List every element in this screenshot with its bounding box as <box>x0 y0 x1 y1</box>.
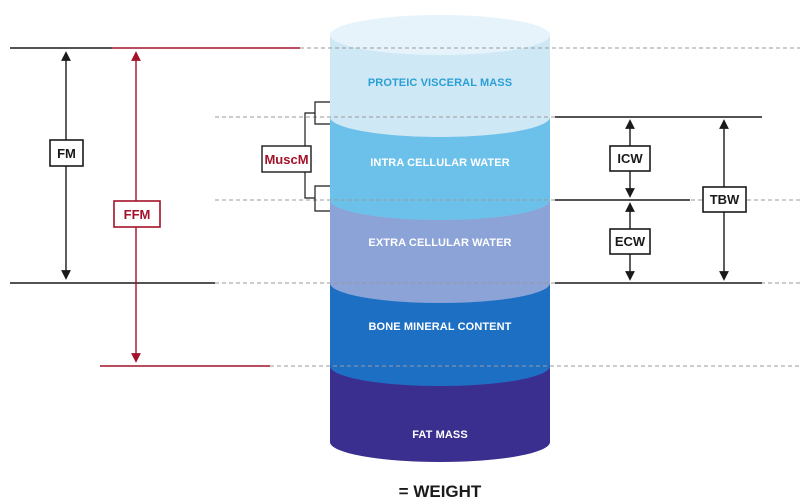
layer-icw <box>330 117 550 220</box>
ecw-box <box>609 228 651 255</box>
label-extra-cellular-water: EXTRA CELLULAR WATER <box>368 237 511 249</box>
ecw-label: ECW <box>615 234 646 249</box>
layer-proteic <box>330 35 550 137</box>
icw-label: ICW <box>617 151 643 166</box>
layer-ecw <box>330 200 550 303</box>
ffm-box <box>113 200 161 228</box>
layer-bone-mineral <box>330 283 550 386</box>
label-proteic-visceral-mass: PROTEIC VISCERAL MASS <box>368 77 512 89</box>
label-bone-mineral-content: BONE MINERAL CONTENT <box>369 321 512 333</box>
layer-proteic-top <box>330 15 550 55</box>
weight-label: = WEIGHT <box>399 482 482 501</box>
layer-fat-mass <box>330 366 550 462</box>
ffm-label: FFM <box>124 207 151 222</box>
icw-box <box>609 145 651 172</box>
muscm-box <box>261 145 312 173</box>
fm-label: FM <box>57 146 76 161</box>
dashed-guides <box>215 47 800 367</box>
fm-box <box>49 139 84 167</box>
tbw-box <box>702 186 747 213</box>
label-intra-cellular-water: INTRA CELLULAR WATER <box>370 157 509 169</box>
tbw-label: TBW <box>710 192 740 207</box>
label-fat-mass: FAT MASS <box>412 429 468 441</box>
muscm-label: MuscM <box>264 152 308 167</box>
